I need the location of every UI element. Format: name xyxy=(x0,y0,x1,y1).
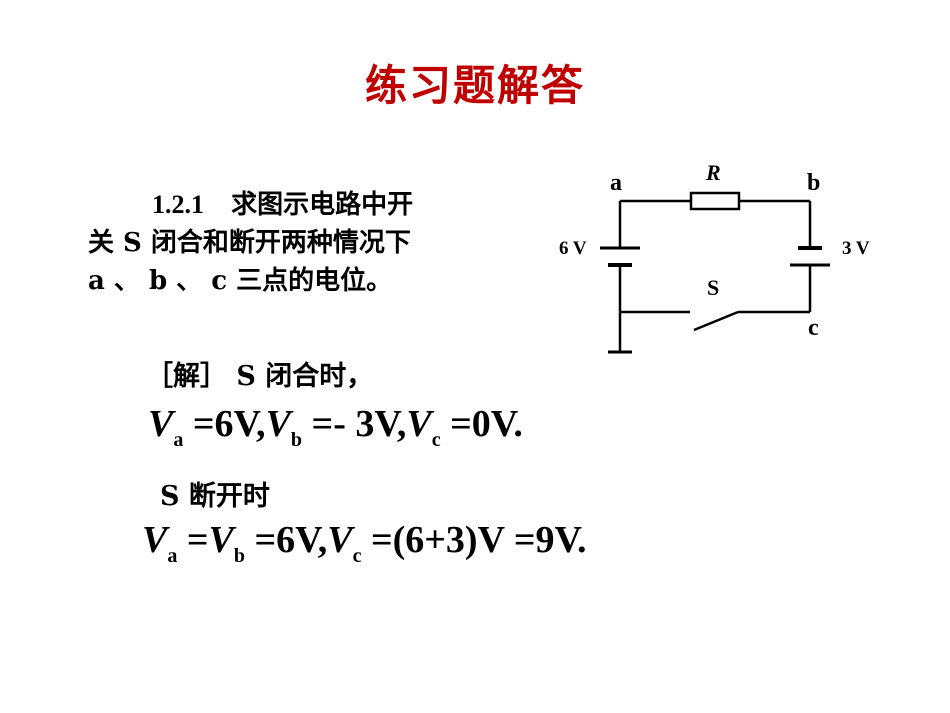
source-label-6v: 6 V xyxy=(559,238,587,259)
switch-label-s: S xyxy=(707,275,719,300)
problem-line-1-text: 求图示电路中开 xyxy=(231,190,414,220)
problem-line-2: 关 S 闭合和断开两种情况下 xyxy=(88,228,411,258)
var-va-open: V xyxy=(142,519,168,561)
node-label-c: c xyxy=(808,315,819,341)
node-label-b: b xyxy=(807,170,820,196)
source-label-3v: 3 V xyxy=(842,238,870,259)
open-equation: Va =Vb =6V,Vc =(6+3)V =9V. xyxy=(142,519,587,567)
problem-number: 1.2.1 xyxy=(152,190,204,219)
problem-statement: 1.2.1 求图示电路中开 关 S 闭合和断开两种情况下 a 、 b 、 c 三… xyxy=(88,186,508,300)
problem-line-1: 1.2.1 求图示电路中开 xyxy=(88,186,508,224)
resistor-label-r: R xyxy=(705,160,721,185)
var-vc: V xyxy=(406,403,432,445)
var-vb-open: V xyxy=(208,519,234,561)
circuit-diagram: a b c R S 6 V 3 V xyxy=(559,160,870,354)
solution-header: ［解］ S 闭合时， xyxy=(146,361,374,392)
open-header: S 断开时 xyxy=(160,481,270,512)
problem-line-3: a 、 b 、 c 三点的电位。 xyxy=(88,266,393,296)
node-label-a: a xyxy=(610,170,622,196)
var-va: V xyxy=(148,403,174,445)
switch-s-blade xyxy=(693,310,739,332)
var-vc-open: V xyxy=(327,519,353,561)
page-title: 练习题解答 xyxy=(364,61,585,110)
closed-equation: Va =6V,Vb =- 3V,Vc =0V. xyxy=(148,403,523,451)
var-vb: V xyxy=(265,403,291,445)
resistor-r xyxy=(689,191,741,211)
